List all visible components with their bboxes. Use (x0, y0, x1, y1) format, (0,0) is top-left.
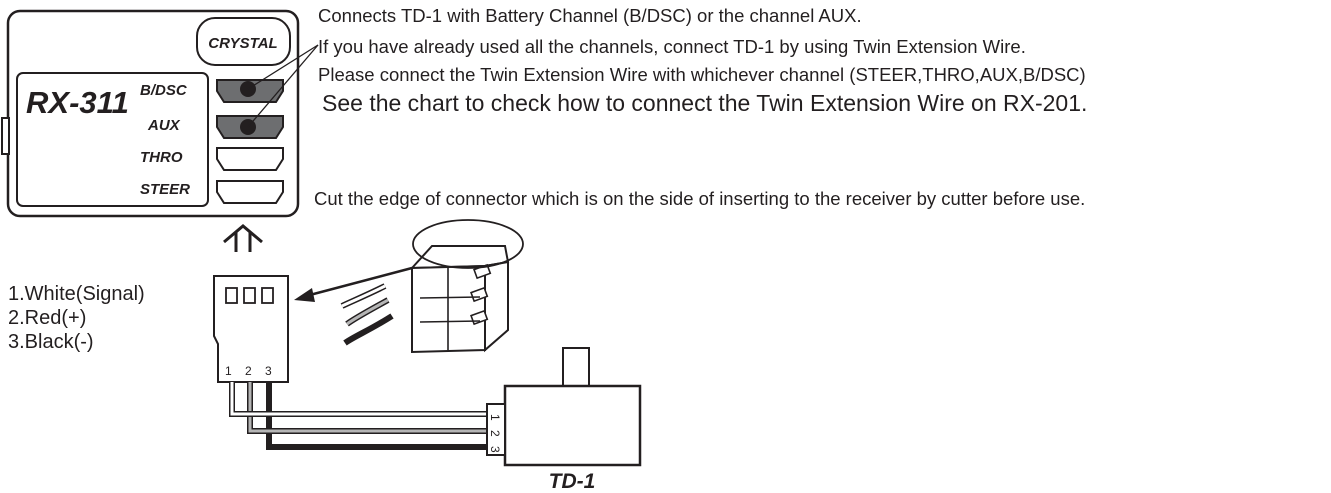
wire-white-core (230, 382, 493, 416)
insert-up-arrow-icon (223, 224, 263, 252)
pinout-item: 1.White(Signal) (8, 283, 145, 305)
note-see-chart: See the chart to check how to connect th… (322, 90, 1088, 116)
td1-connector (486, 403, 506, 456)
td1-pin-number: 3 (488, 446, 502, 453)
connector-detail (340, 219, 524, 354)
pinout-item: 2.Red(+) (8, 307, 87, 329)
port-steer (216, 180, 284, 204)
plug-pin-number: 3 (265, 364, 272, 378)
plug-pin-number: 1 (225, 364, 232, 378)
receiver-model: RX-311 (26, 85, 129, 120)
leader-lines (247, 44, 319, 128)
td1-name: TD-1 (549, 470, 596, 493)
plug-pin-slot-1 (225, 287, 238, 304)
detail-cable-black (343, 313, 394, 346)
crystal-label: CRYSTAL (208, 35, 277, 52)
td1-body (503, 384, 642, 467)
td1-knob (562, 347, 590, 389)
note-cut-edge: Cut the edge of connector which is on th… (314, 188, 1086, 209)
plug-pin-number: 2 (245, 364, 252, 378)
pinout-legend: 1.White(Signal) 2.Red(+) 3.Black(-) (8, 282, 145, 354)
pinout-item: 3.Black(-) (8, 331, 94, 353)
detail-to-plug-arrow-icon (294, 266, 413, 302)
receiver-plug: 1 2 3 (213, 275, 289, 383)
detail-cable-grey-core (346, 298, 389, 326)
crystal-slot (196, 17, 291, 66)
detail-cable-white-core (341, 284, 386, 308)
wire-black (266, 382, 493, 450)
plug-pin-slot-2 (243, 287, 256, 304)
note-twin-extension: If you have already used all the channel… (318, 36, 1026, 57)
detail-side-face (484, 260, 509, 353)
port-thro (216, 147, 284, 171)
channel-label-thro: THRO (140, 149, 183, 166)
td1-device: 1 2 3 TD-1 (486, 347, 642, 493)
plug-pin-slot-3 (261, 287, 274, 304)
cut-edge-highlight (412, 219, 524, 269)
wire-red-core (248, 382, 493, 433)
td1-pin-number: 2 (488, 430, 502, 437)
receiver-side-tab (1, 117, 10, 155)
receiver: RX-311 CRYSTAL B/DSC AUX THRO STEER (1, 9, 300, 218)
wires (229, 382, 493, 450)
wire-red (247, 382, 493, 434)
channel-label-aux: AUX (147, 117, 181, 134)
note-whichever-channel: Please connect the Twin Extension Wire w… (318, 64, 1086, 85)
note-connect-channel: Connects TD-1 with Battery Channel (B/DS… (318, 5, 862, 26)
channel-label-bdsc: B/DSC (140, 82, 188, 99)
receiver-label-panel (16, 72, 209, 207)
channel-label-steer: STEER (140, 181, 190, 198)
td1-pin-number: 1 (488, 414, 502, 421)
